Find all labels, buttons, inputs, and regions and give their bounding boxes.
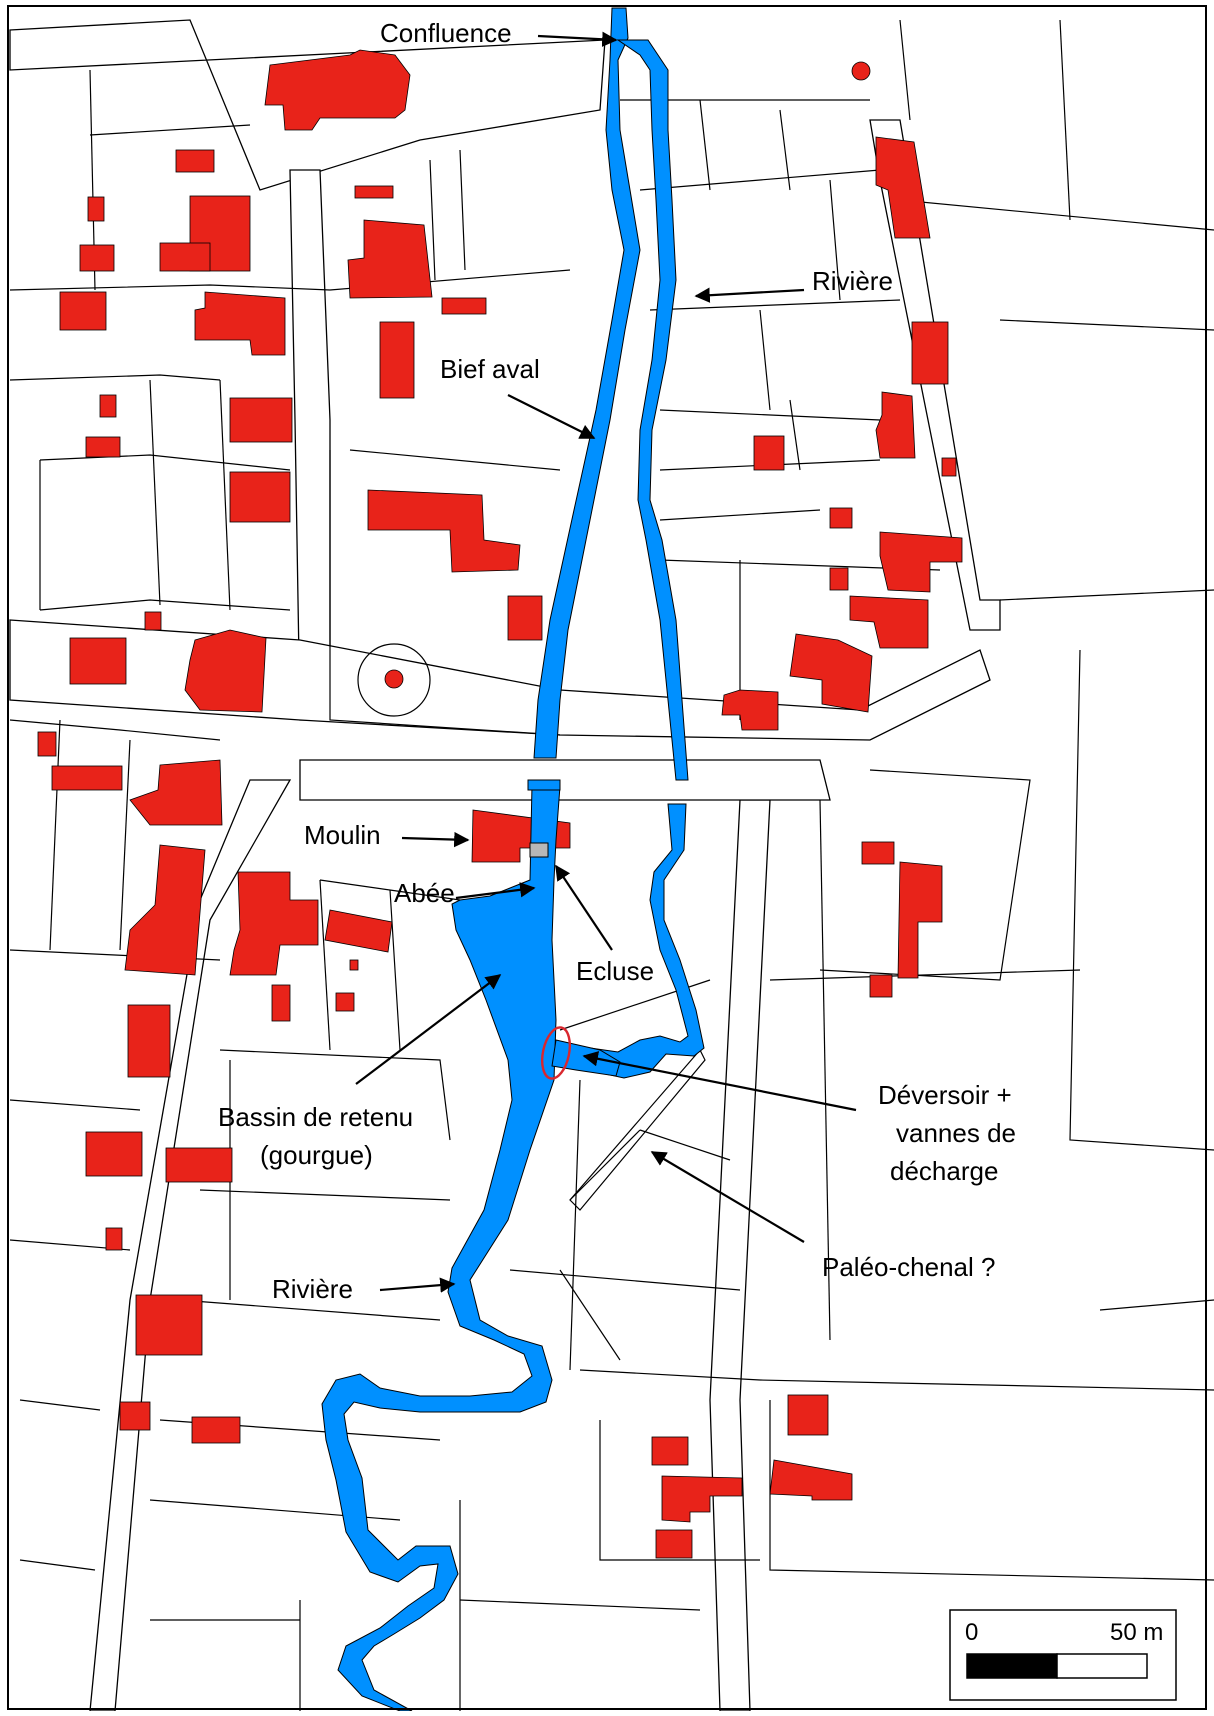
label-deversoir-line3: décharge bbox=[890, 1156, 998, 1186]
deversoir-water bbox=[527, 779, 561, 791]
arrow-bassin bbox=[355, 974, 502, 1085]
annotation-arrows bbox=[355, 31, 857, 1293]
label-riviere-top: Rivière bbox=[812, 266, 893, 296]
label-bassin-line1: Bassin de retenu bbox=[218, 1102, 413, 1132]
buildings bbox=[37, 49, 963, 1559]
riviere-upper-channel bbox=[616, 39, 689, 781]
label-deversoir-line1: Déversoir + bbox=[878, 1080, 1012, 1110]
arrow-abee bbox=[455, 882, 536, 900]
arrow-riviere-bottom bbox=[379, 1277, 456, 1293]
deversoir-highlight-ellipse bbox=[540, 1026, 572, 1080]
arrow-riviere-top bbox=[694, 287, 805, 303]
arrow-bief-aval bbox=[507, 394, 596, 439]
arrow-confluence bbox=[537, 31, 618, 47]
scale-bar-white-segment bbox=[1056, 1653, 1148, 1679]
map-border bbox=[7, 5, 1207, 1710]
label-deversoir-line2: vannes de bbox=[896, 1118, 1016, 1148]
scale-bar-end-label: 50 m bbox=[1110, 1619, 1163, 1646]
round-plaza bbox=[357, 643, 431, 717]
label-riviere-bottom: Rivière bbox=[272, 1274, 353, 1304]
scale-bar-black-segment bbox=[966, 1653, 1058, 1679]
scale-bar: 0 50 m bbox=[949, 1609, 1177, 1701]
arrow-paleo-chenal bbox=[650, 1151, 805, 1243]
road-mill-front bbox=[299, 759, 831, 801]
label-bassin-line2: (gourgue) bbox=[260, 1140, 373, 1170]
bief-aval-channel bbox=[533, 7, 641, 759]
map-labels: Confluence Rivière Bief aval Moulin Abée… bbox=[218, 18, 1016, 1304]
scale-bar-start-label: 0 bbox=[965, 1619, 978, 1646]
bassin-de-retenu bbox=[321, 784, 561, 1712]
label-moulin: Moulin bbox=[304, 820, 381, 850]
label-paleo-chenal: Paléo-chenal ? bbox=[822, 1252, 995, 1282]
label-ecluse: Ecluse bbox=[576, 956, 654, 986]
label-abee: Abée bbox=[394, 878, 455, 908]
paleo-channel-outline bbox=[569, 1048, 706, 1211]
arrow-ecluse bbox=[555, 864, 613, 951]
arrow-deversoir bbox=[582, 1051, 857, 1112]
label-confluence: Confluence bbox=[380, 18, 512, 48]
label-bief-aval: Bief aval bbox=[440, 354, 540, 384]
ecluse bbox=[529, 842, 549, 858]
arrow-moulin bbox=[401, 831, 470, 848]
